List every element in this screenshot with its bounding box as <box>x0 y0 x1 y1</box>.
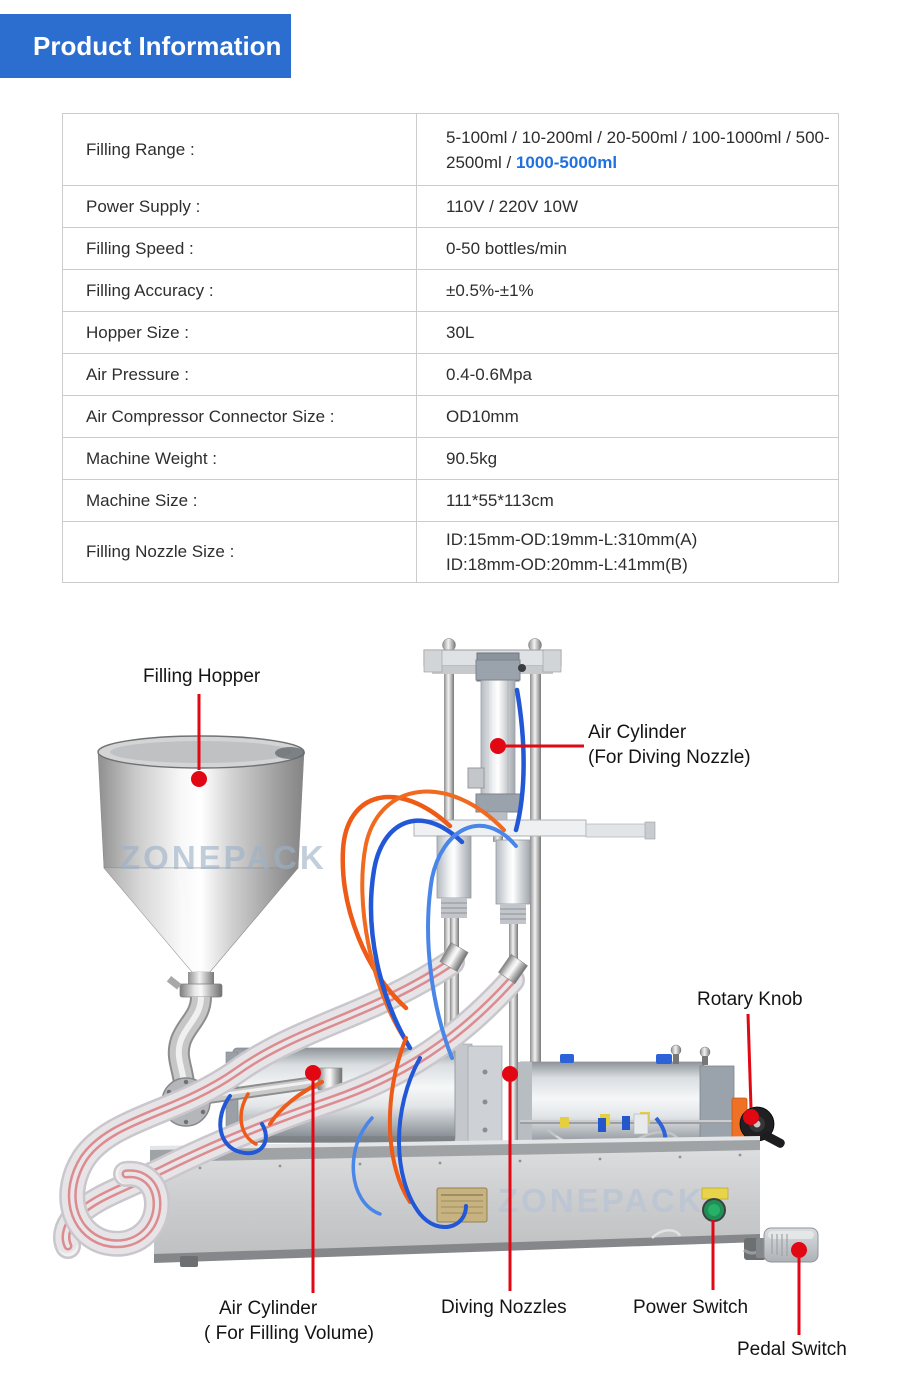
base-foot <box>180 1256 198 1267</box>
spec-label: Filling Speed : <box>62 227 417 270</box>
table-row: Machine Size : 111*55*113cm <box>62 479 839 522</box>
pneumatic-tubes <box>218 687 526 1229</box>
label-pedal-switch: Pedal Switch <box>737 1339 847 1360</box>
table-row: Filling Range : 5-100ml / 10-200ml / 20-… <box>62 113 839 186</box>
table-row: Machine Weight : 90.5kg <box>62 437 839 480</box>
spec-value: 0-50 bottles/min <box>416 227 839 270</box>
table-row: Hopper Size : 30L <box>62 311 839 354</box>
spec-label: Machine Weight : <box>62 437 417 480</box>
spec-value: OD10mm <box>416 395 839 438</box>
spec-label: Filling Accuracy : <box>62 269 417 312</box>
machine-base: ZONEPACK <box>150 1136 766 1267</box>
machine-diagram: ZONEPACK <box>0 600 900 1381</box>
air-cylinder-diving <box>467 659 526 842</box>
annotation-dot-air-cylinder-diving <box>490 738 506 754</box>
table-row: Air Compressor Connector Size : OD10mm <box>62 395 839 438</box>
table-row: Filling Accuracy : ±0.5%-±1% <box>62 269 839 312</box>
table-row: Filling Nozzle Size : ID:15mm-OD:19mm-L:… <box>62 521 839 583</box>
spec-label: Air Compressor Connector Size : <box>62 395 417 438</box>
spec-label: Power Supply : <box>62 185 417 228</box>
annotation-dot-filling-hopper <box>191 771 207 787</box>
spec-value-line1: ID:15mm-OD:19mm-L:310mm(A) <box>446 530 698 549</box>
spec-value: 90.5kg <box>416 437 839 480</box>
table-row: Air Pressure : 0.4-0.6Mpa <box>62 353 839 396</box>
spec-value: 111*55*113cm <box>416 479 839 522</box>
machine-illustration: ZONEPACK <box>53 638 819 1335</box>
spec-label: Hopper Size : <box>62 311 417 354</box>
annotation-dot-pedal-switch <box>791 1242 807 1258</box>
annotation-dot-rotary-knob <box>743 1109 759 1125</box>
spec-value-text: 5-100ml / 10-200ml / 20-500ml / 100-1000… <box>446 127 830 172</box>
spec-value: ID:15mm-OD:19mm-L:310mm(A) ID:18mm-OD:20… <box>416 521 839 583</box>
label-power-switch: Power Switch <box>633 1297 749 1318</box>
filling-hopper: ZONEPACK <box>97 735 327 1086</box>
spec-value-line2: ID:18mm-OD:20mm-L:41mm(B) <box>446 555 688 574</box>
annotation-line-rotary-knob <box>746 1013 753 1109</box>
spec-value: 110V / 220V 10W <box>416 185 839 228</box>
label-air-cylinder-filling-line2: ( For Filling Volume) <box>204 1323 374 1344</box>
page-title: Product Information <box>33 30 282 61</box>
label-air-cylinder-diving-line2: (For Diving Nozzle) <box>588 747 751 768</box>
annotation-dot-air-cylinder-filling <box>305 1065 321 1081</box>
bracket-hole <box>482 1099 488 1105</box>
spec-table: Filling Range : 5-100ml / 10-200ml / 20-… <box>62 113 839 583</box>
header-banner: Product Information <box>0 14 291 78</box>
bracket-hole <box>482 1069 488 1075</box>
table-row: Filling Speed : 0-50 bottles/min <box>62 227 839 270</box>
label-diving-nozzles: Diving Nozzles <box>441 1297 567 1318</box>
label-air-cylinder-filling-line1: Air Cylinder <box>219 1298 318 1319</box>
name-plate <box>436 1187 488 1223</box>
annotations <box>191 694 807 1335</box>
table-row: Power Supply : 110V / 220V 10W <box>62 185 839 228</box>
spec-label: Machine Size : <box>62 479 417 522</box>
label-air-cylinder-diving-line1: Air Cylinder <box>588 722 687 743</box>
spec-value: ±0.5%-±1% <box>416 269 839 312</box>
spec-value-highlight: 1000-5000ml <box>515 152 618 172</box>
label-filling-hopper: Filling Hopper <box>143 666 261 687</box>
air-cylinder-right <box>517 1044 742 1153</box>
annotation-dot-diving-nozzles <box>502 1066 518 1082</box>
spec-label: Filling Range : <box>62 113 417 186</box>
watermark-hopper: ZONEPACK <box>120 839 327 876</box>
spec-value: 0.4-0.6Mpa <box>416 353 839 396</box>
spec-value: 30L <box>416 311 839 354</box>
spec-label: Filling Nozzle Size : <box>62 521 417 583</box>
spec-value: 5-100ml / 10-200ml / 20-500ml / 100-1000… <box>416 113 839 186</box>
label-rotary-knob: Rotary Knob <box>697 989 803 1010</box>
spec-label: Air Pressure : <box>62 353 417 396</box>
label-air-cylinder-diving: Air Cylinder (For Diving Nozzle) <box>588 720 751 770</box>
label-air-cylinder-filling: Air Cylinder ( For Filling Volume) <box>204 1296 374 1346</box>
watermark-base: ZONEPACK <box>498 1182 705 1219</box>
bracket-hole <box>482 1127 488 1133</box>
power-switch-label-plate <box>701 1187 729 1200</box>
